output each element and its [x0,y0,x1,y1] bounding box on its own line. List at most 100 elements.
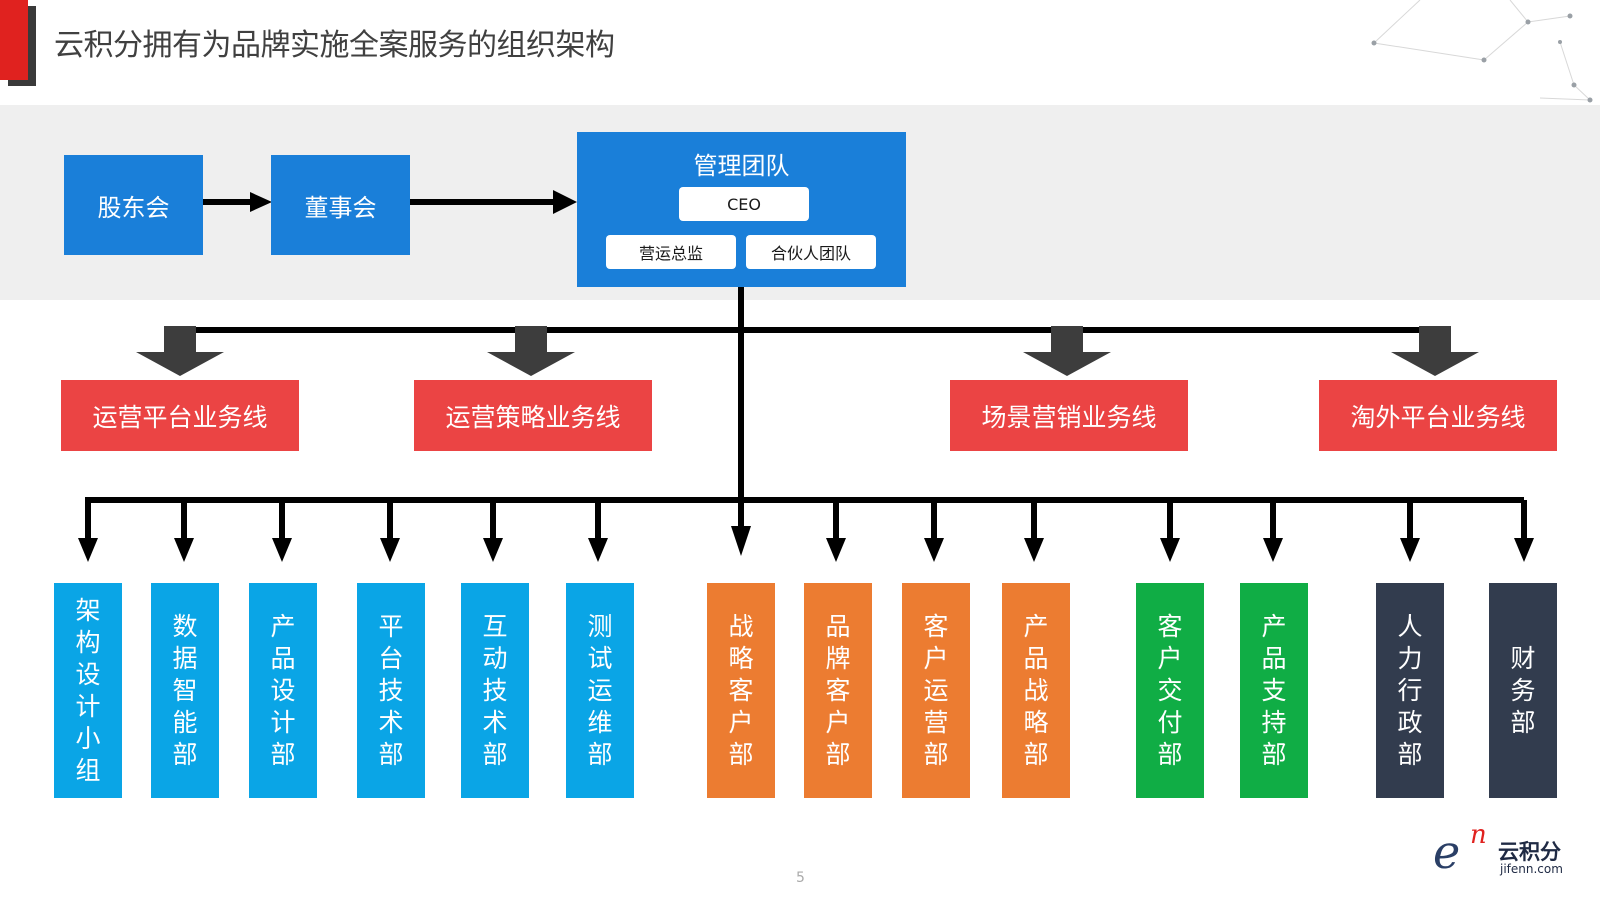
dept-brand-clients: 品牌客户部 [804,583,872,798]
dept-platform-tech: 平台技术部 [357,583,425,798]
dept-label-char: 部 [1261,739,1287,769]
dept-label-char: 牌 [825,643,851,673]
dept-label-char: 持 [1261,707,1287,737]
page-title: 云积分拥有为品牌实施全案服务的组织架构 [54,28,615,63]
ops-director-label: 营运总监 [638,244,703,263]
dept-label-char: 品 [270,643,296,673]
dept-test-ops: 测试运维部 [566,583,634,798]
dept-label-char: 设 [75,659,101,689]
dept-label-char: 技 [482,675,508,705]
company-logo-name: 云积分 [1498,840,1561,864]
dept-hr-admin: 人力行政部 [1376,583,1444,798]
dept-label-char: 品 [825,611,851,641]
company-logo-url: jifenn.com [1500,862,1563,876]
dept-label-char: 行 [1397,675,1423,705]
dept-label-char: 智 [172,675,198,705]
management-team-title: 管理团队 [693,152,790,180]
dept-label-char: 交 [1157,675,1183,705]
dept-label-char: 术 [378,707,404,737]
ceo-label: CEO [727,194,761,214]
dept-label-char: 部 [270,739,296,769]
dept-label-char: 运 [923,675,949,705]
dept-label-char: 略 [728,643,754,673]
dept-label-char: 战 [1023,675,1049,705]
dept-label-char: 动 [482,643,508,673]
dept-label-char: 据 [172,643,198,673]
dept-label-char: 数 [172,611,198,641]
dept-label-char: 架 [75,595,101,625]
business-line-label: 淘外平台业务线 [1350,402,1526,432]
dept-label-char: 互 [482,611,508,641]
dept-label-char: 战 [728,611,754,641]
shareholders-box: 股东会 [64,155,203,255]
ceo-pill: CEO [679,187,809,221]
dept-label-char: 测 [587,611,613,641]
dept-label-char: 营 [923,707,949,737]
dept-label-char: 能 [172,707,198,737]
dept-label-char: 部 [825,739,851,769]
dept-label-char: 产 [1023,611,1049,641]
dept-label-char: 试 [587,643,613,673]
business-line-ops-strategy: 运营策略业务线 [414,380,652,451]
dept-label-char: 产 [270,611,296,641]
dept-label-char: 政 [1397,707,1423,737]
business-line-label: 运营策略业务线 [445,402,621,432]
dept-label-char: 设 [270,675,296,705]
dept-label-char: 财 [1510,643,1536,673]
dept-label-char: 略 [1023,707,1049,737]
dept-label-char: 部 [172,739,198,769]
dept-label-char: 组 [75,755,101,785]
dept-label-char: 部 [1157,739,1183,769]
dept-label-char: 户 [923,643,949,673]
dept-label-char: 品 [1023,643,1049,673]
dept-strategic-clients: 战略客户部 [707,583,775,798]
dept-label-char: 小 [75,723,101,753]
dept-label-char: 人 [1397,611,1423,641]
dept-label-char: 力 [1397,643,1423,673]
business-line-label: 运营平台业务线 [92,402,268,432]
dept-label-char: 部 [1397,739,1423,769]
dept-label-char: 计 [75,691,101,721]
partners-label: 合伙人团队 [770,244,851,263]
dept-label-char: 部 [587,739,613,769]
dept-client-delivery: 客户交付部 [1136,583,1204,798]
dept-label-char: 客 [1157,611,1183,641]
dept-label-char: 部 [482,739,508,769]
partners-pill: 合伙人团队 [746,235,876,269]
dept-label-char: 品 [1261,643,1287,673]
dept-label-char: 部 [728,739,754,769]
dept-label-char: 部 [923,739,949,769]
dept-label-char: 户 [825,707,851,737]
dept-label-char: 部 [1510,707,1536,737]
dept-label-char: 客 [728,675,754,705]
shareholders-label: 股东会 [97,193,170,222]
dept-architecture-design: 架构设计小组 [54,583,122,798]
dept-label-char: 台 [378,643,404,673]
dept-label-char: 户 [1157,643,1183,673]
dept-client-operations: 客户运营部 [902,583,970,798]
dept-label-char: 客 [923,611,949,641]
dept-label-char: 务 [1510,675,1536,705]
business-line-external-platform: 淘外平台业务线 [1319,380,1557,451]
dept-label-char: 客 [825,675,851,705]
business-line-scene-marketing: 场景营销业务线 [950,380,1188,451]
dept-label-char: 户 [728,707,754,737]
dept-product-support: 产品支持部 [1240,583,1308,798]
dept-label-char: 构 [75,627,101,657]
dept-product-design: 产品设计部 [249,583,317,798]
company-logo-e: e [1433,825,1461,879]
business-line-label: 场景营销业务线 [981,402,1157,432]
dept-label-char: 付 [1157,707,1183,737]
network-decoration [1371,0,1593,103]
dept-label-char: 支 [1261,675,1287,705]
company-logo-n: n [1470,820,1487,850]
board-label: 董事会 [304,193,377,222]
dept-label-char: 术 [482,707,508,737]
dept-label-char: 产 [1261,611,1287,641]
dept-label-char: 平 [378,611,404,641]
dept-label-char: 运 [587,675,613,705]
title-accent-bar [0,0,28,80]
ops-director-pill: 营运总监 [606,235,736,269]
page-number: 5 [796,870,805,886]
